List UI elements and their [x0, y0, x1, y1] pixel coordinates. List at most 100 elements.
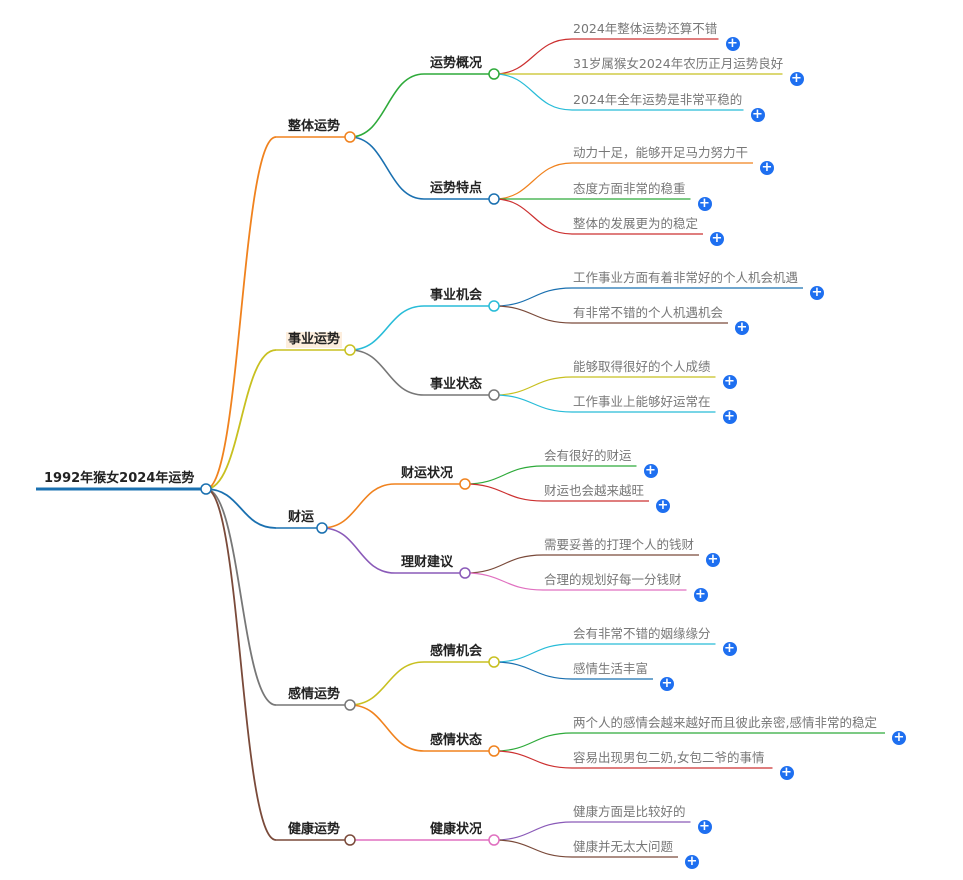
branch-3-node[interactable]	[344, 699, 356, 711]
expand-plus-icon[interactable]: +	[722, 374, 737, 389]
branch-0-node[interactable]	[344, 131, 356, 143]
branch-4-sub-0-node[interactable]	[488, 834, 500, 846]
branch-1-sub-1-leaf-0-edge	[493, 376, 573, 396]
branch-4-sub-0-leaf-0-edge	[493, 821, 573, 841]
branch-4-sub-0-leaf-1-text: 健康并无太大问题	[573, 839, 674, 854]
expand-plus-icon[interactable]: +	[750, 107, 765, 122]
branch-0-sub-1-leaf-0-edge	[493, 162, 573, 200]
branch-2-sub-1-leaf-0-text: 需要妥善的打理个人的钱财	[544, 537, 695, 552]
expand-plus-icon[interactable]: +	[735, 320, 749, 335]
branch-0-sub-0-leaf-1-text: 31岁属猴女2024年农历正月运势良好	[573, 56, 784, 71]
branch-3-sub-1-leaf-1-edge	[493, 750, 573, 769]
branch-2-topic: 财运	[288, 510, 315, 525]
branch-2-sub-0-leaf-1-text: 财运也会越来越旺	[544, 483, 645, 498]
expand-plus-icon[interactable]: +	[760, 160, 774, 175]
branch-4-sub-0-leaf-0-text: 健康方面是比较好的	[573, 804, 686, 819]
branch-0-sub-1-node[interactable]	[488, 193, 500, 205]
branch-0-sub-1-leaf-2-edge	[493, 198, 573, 235]
branch-3-sub-1-leaf-1-text: 容易出现男包二奶,女包二爷的事情	[573, 750, 765, 765]
branch-4-sub-0-topic: 健康状况	[430, 822, 483, 837]
root-topic: 1992年猴女2024年运势	[44, 471, 195, 486]
branch-3-topic: 感情运势	[288, 687, 341, 702]
branch-0-sub-0-edge	[349, 73, 425, 138]
branch-1-topic: 事业运势	[286, 332, 343, 348]
branch-0-topic: 整体运势	[288, 119, 341, 134]
branch-4-sub-0-leaf-1-edge	[493, 839, 573, 858]
expand-plus-icon[interactable]: +	[697, 819, 712, 834]
branch-0-sub-1-edge	[349, 136, 425, 200]
branch-1-node[interactable]	[344, 344, 356, 356]
expand-plus-icon[interactable]: +	[685, 854, 699, 869]
expand-plus-icon[interactable]: +	[789, 71, 804, 86]
branch-3-edge	[205, 488, 277, 706]
branch-2-edge	[205, 488, 277, 529]
expand-plus-icon[interactable]: +	[722, 409, 737, 424]
branch-3-sub-0-leaf-0-edge	[493, 643, 573, 663]
expand-plus-icon[interactable]: +	[643, 463, 658, 478]
branch-1-sub-0-topic: 事业机会	[430, 288, 483, 303]
branch-2-sub-1-topic: 理财建议	[401, 555, 454, 570]
branch-1-sub-1-node[interactable]	[488, 389, 500, 401]
branch-3-sub-1-leaf-0-edge	[493, 732, 573, 752]
expand-plus-icon[interactable]: +	[725, 36, 740, 51]
branch-3-sub-0-edge	[349, 661, 425, 706]
branch-3-sub-1-leaf-0-text: 两个人的感情会越来越好而且彼此亲密,感情非常的稳定	[573, 715, 877, 730]
branch-1-sub-0-leaf-1-edge	[493, 305, 573, 324]
branch-1-sub-0-leaf-1-text: 有非常不错的个人机遇机会	[573, 305, 724, 320]
branch-3-sub-0-node[interactable]	[488, 656, 500, 668]
branch-1-sub-1-leaf-1-edge	[493, 394, 573, 413]
branch-1-sub-0-edge	[349, 305, 425, 351]
expand-plus-icon[interactable]: +	[706, 552, 720, 567]
branch-0-sub-1-topic: 运势特点	[430, 181, 483, 196]
branch-2-sub-0-leaf-1-edge	[464, 483, 544, 502]
branch-0-sub-0-leaf-2-text: 2024年全年运势是非常平稳的	[573, 92, 743, 107]
branch-1-sub-0-node[interactable]	[488, 300, 500, 312]
branch-1-sub-0-leaf-0-edge	[493, 287, 573, 307]
branch-0-sub-0-leaf-0-edge	[493, 38, 573, 75]
branch-2-sub-1-leaf-0-edge	[464, 554, 544, 574]
branch-0-sub-0-node[interactable]	[488, 68, 500, 80]
branch-1-edge	[205, 349, 277, 490]
branch-2-node[interactable]	[316, 522, 328, 534]
branch-0-sub-1-leaf-1-text: 态度方面非常的稳重	[573, 181, 686, 196]
branch-1-sub-0-leaf-0-text: 工作事业方面有着非常好的个人机会机遇	[573, 270, 799, 285]
branch-0-sub-0-leaf-0-text: 2024年整体运势还算不错	[573, 21, 718, 36]
branch-2-sub-0-topic: 财运状况	[401, 466, 454, 481]
expand-plus-icon[interactable]: +	[660, 676, 674, 691]
branch-3-sub-1-edge	[349, 704, 425, 752]
branch-2-sub-0-node[interactable]	[459, 478, 471, 490]
branch-1-sub-1-leaf-1-text: 工作事业上能够好运常在	[573, 394, 711, 409]
branch-0-sub-0-topic: 运势概况	[430, 56, 483, 71]
branch-4-node[interactable]	[344, 834, 356, 846]
branch-2-sub-1-leaf-1-text: 合理的规划好每一分钱财	[544, 572, 682, 587]
root-node[interactable]	[200, 483, 212, 495]
branch-1-sub-1-topic: 事业状态	[430, 377, 483, 392]
branch-0-sub-1-leaf-2-text: 整体的发展更为的稳定	[573, 216, 699, 231]
expand-plus-icon[interactable]: +	[722, 641, 737, 656]
expand-plus-icon[interactable]: +	[779, 765, 794, 780]
branch-0-sub-0-leaf-2-edge	[493, 73, 573, 111]
expand-plus-icon[interactable]: +	[710, 231, 724, 246]
branch-3-sub-1-node[interactable]	[488, 745, 500, 757]
expand-plus-icon[interactable]: +	[697, 196, 712, 211]
expand-plus-icon[interactable]: +	[693, 587, 708, 602]
branch-4-topic: 健康运势	[288, 822, 341, 837]
branch-3-sub-0-leaf-0-text: 会有非常不错的姻缘缘分	[573, 626, 711, 641]
branch-2-sub-0-edge	[321, 483, 396, 529]
branch-4-edge	[205, 488, 277, 841]
branch-2-sub-0-leaf-0-text: 会有很好的财运	[544, 448, 632, 463]
branch-3-sub-0-topic: 感情机会	[430, 644, 483, 659]
expand-plus-icon[interactable]: +	[892, 730, 906, 745]
branch-1-sub-1-leaf-0-text: 能够取得很好的个人成绩	[573, 359, 711, 374]
branch-0-edge	[205, 136, 277, 490]
branch-3-sub-0-leaf-1-edge	[493, 661, 573, 680]
branch-1-sub-1-edge	[349, 349, 425, 396]
branch-2-sub-1-node[interactable]	[459, 567, 471, 579]
expand-plus-icon[interactable]: +	[656, 498, 670, 513]
expand-plus-icon[interactable]: +	[810, 285, 824, 300]
branch-3-sub-1-topic: 感情状态	[430, 733, 483, 748]
branch-2-sub-1-edge	[321, 527, 396, 574]
branch-3-sub-0-leaf-1-text: 感情生活丰富	[573, 661, 649, 676]
